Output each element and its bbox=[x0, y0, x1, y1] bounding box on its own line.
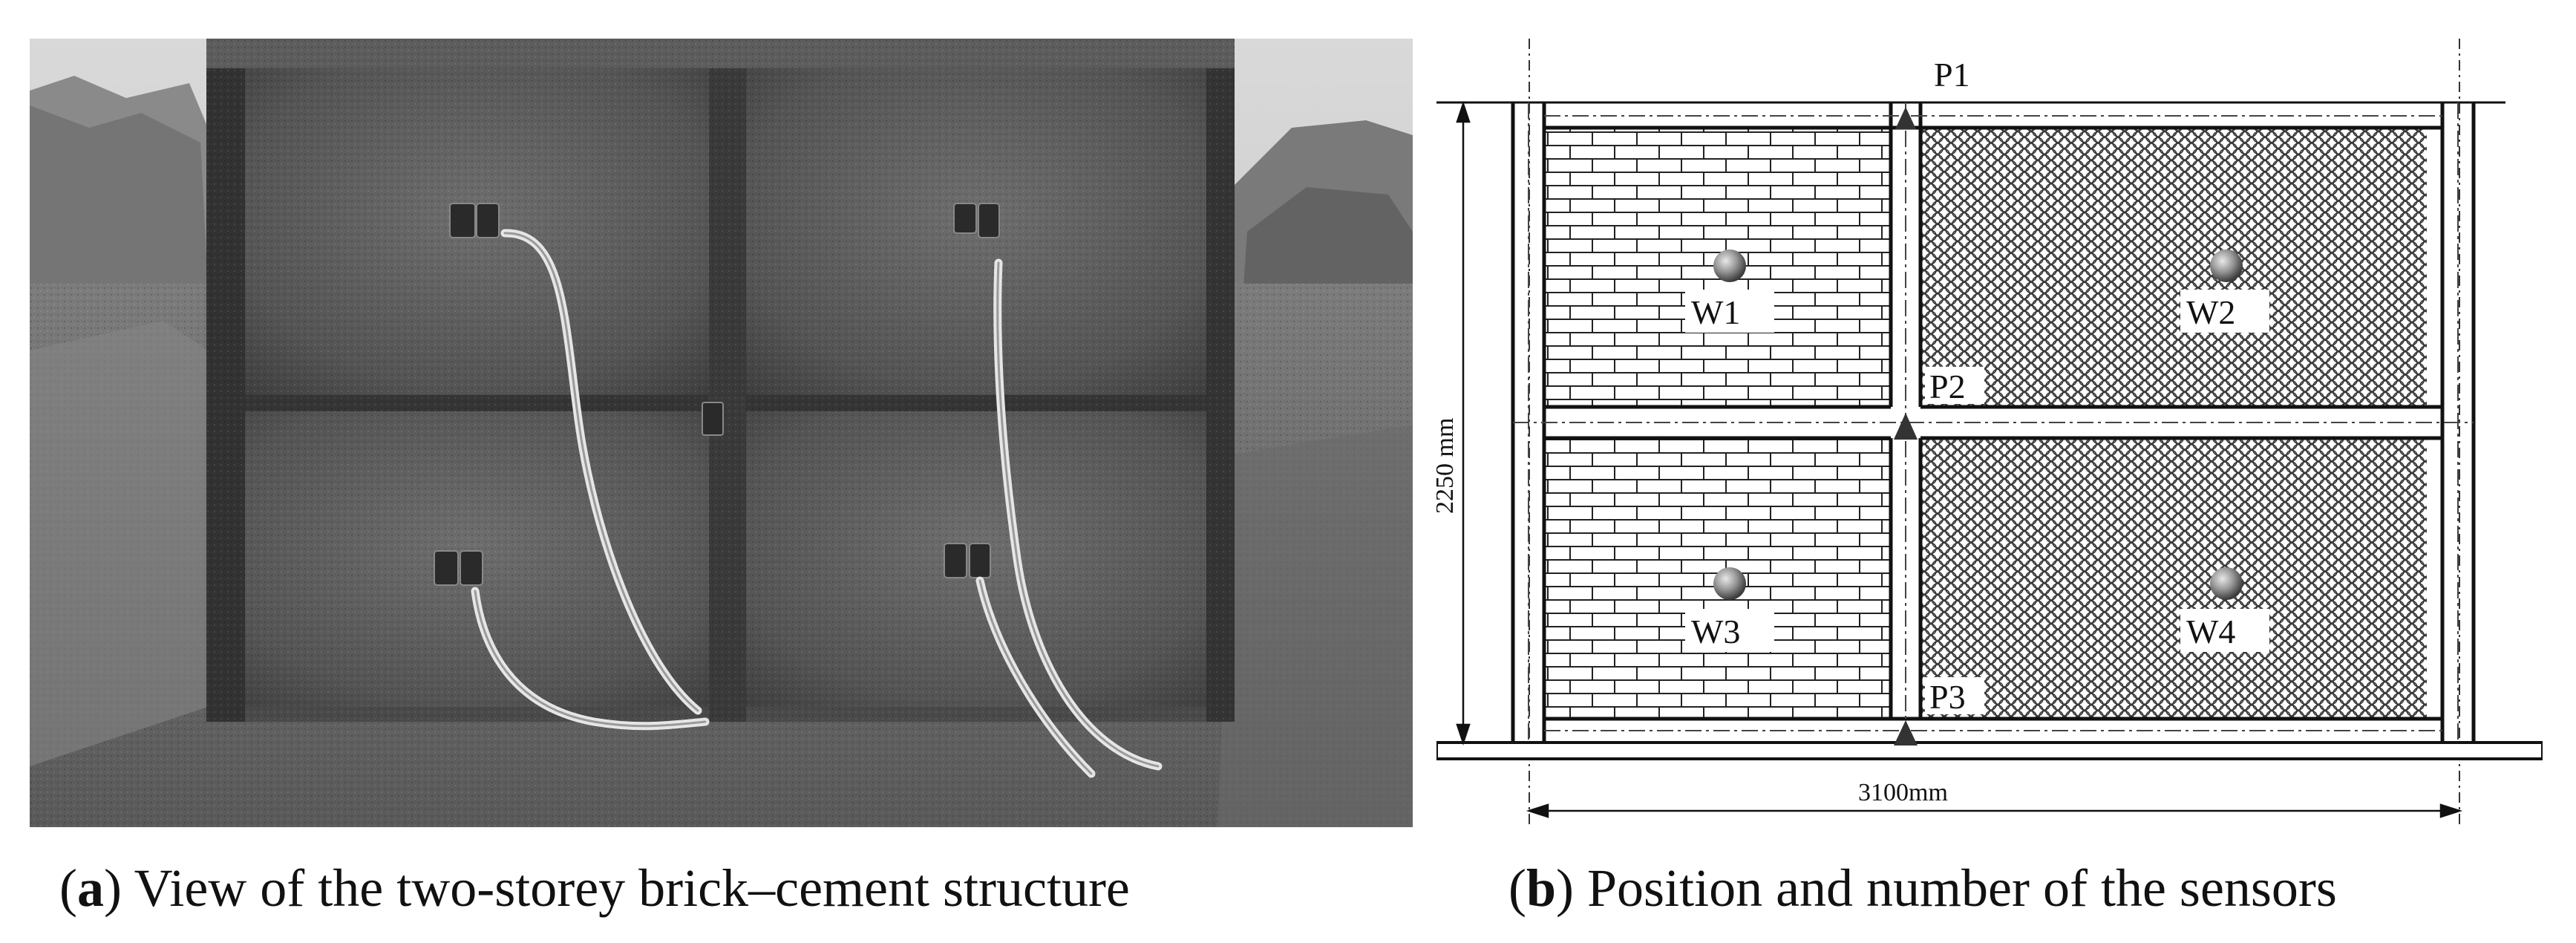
caption-a-letter: a bbox=[76, 858, 104, 918]
height-dimension-label: 2250 mm bbox=[1436, 418, 1459, 514]
sensor-w1-marker bbox=[1713, 249, 1746, 282]
sensor-p2-marker bbox=[1894, 413, 1918, 440]
sensor-w2-marker bbox=[2210, 249, 2243, 282]
label-p1: P1 bbox=[1934, 56, 1970, 94]
label-w4: W4 bbox=[2186, 613, 2235, 650]
label-w1: W1 bbox=[1691, 293, 1740, 331]
caption-panel-b: (b) Position and number of the sensors bbox=[1508, 858, 2337, 918]
sensor-p1-marker bbox=[1895, 107, 1916, 129]
hex-infill-upper-right bbox=[1920, 128, 2427, 407]
sensor-p3-marker bbox=[1894, 720, 1918, 745]
caption-a-text: View of the two-storey brick–cement stru… bbox=[134, 858, 1130, 918]
label-p3: P3 bbox=[1929, 678, 1966, 716]
sensor-w4-marker bbox=[2210, 567, 2243, 600]
caption-panel-a: (a) View of the two-storey brick–cement … bbox=[59, 858, 1130, 918]
hex-infill-lower-right bbox=[1920, 438, 2427, 719]
label-w3: W3 bbox=[1691, 613, 1740, 650]
caption-b-letter: b bbox=[1526, 858, 1557, 918]
label-w2: W2 bbox=[2186, 293, 2235, 331]
sensor-diagram: P1 P2 P3 W1 W2 W3 W4 2250 mm 3100mm bbox=[1436, 39, 2543, 827]
caption-b-text: Position and number of the sensors bbox=[1587, 858, 2337, 918]
width-dimension-label: 3100mm bbox=[1858, 779, 1948, 806]
structure-photo bbox=[30, 39, 1413, 827]
sensor-w3-marker bbox=[1713, 567, 1746, 600]
label-p2: P2 bbox=[1929, 368, 1966, 405]
